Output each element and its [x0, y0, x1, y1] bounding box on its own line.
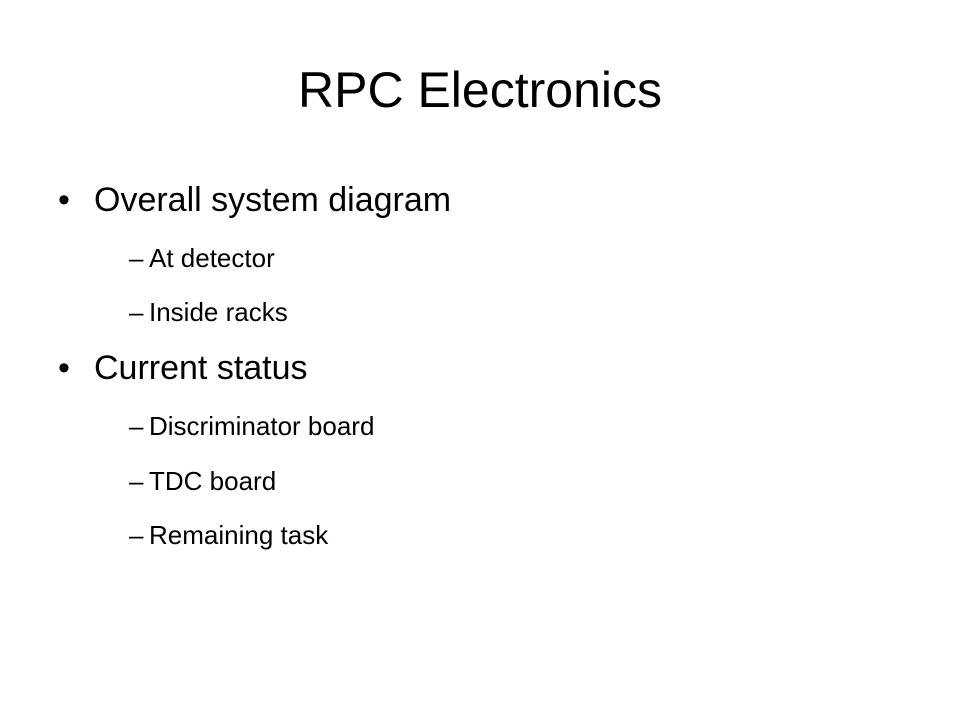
sub-bullet-text: At detector	[149, 243, 275, 273]
sub-bullet-text: Discriminator board	[149, 411, 375, 441]
bullet-item: • Overall system diagram	[58, 180, 451, 220]
sub-bullet-marker: –	[129, 297, 144, 327]
sub-bullet-marker: –	[129, 243, 144, 273]
sub-bullet-marker: –	[129, 520, 144, 550]
sub-bullet-item: –Remaining task	[129, 519, 328, 551]
bullet-marker: •	[58, 349, 70, 387]
sub-bullet-item: –Inside racks	[129, 296, 288, 328]
sub-bullet-item: –TDC board	[129, 465, 276, 497]
sub-bullet-marker: –	[129, 411, 144, 441]
sub-bullet-text: Remaining task	[149, 520, 329, 550]
bullet-text: Current status	[94, 349, 308, 387]
sub-bullet-marker: –	[129, 466, 144, 496]
bullet-text: Overall system diagram	[94, 181, 452, 219]
sub-bullet-text: TDC board	[149, 466, 277, 496]
slide-title: RPC Electronics	[298, 62, 662, 118]
sub-bullet-item: –At detector	[129, 242, 275, 274]
bullet-marker: •	[58, 181, 70, 219]
bullet-item: • Current status	[58, 348, 308, 388]
sub-bullet-item: –Discriminator board	[129, 410, 374, 442]
sub-bullet-text: Inside racks	[149, 297, 288, 327]
